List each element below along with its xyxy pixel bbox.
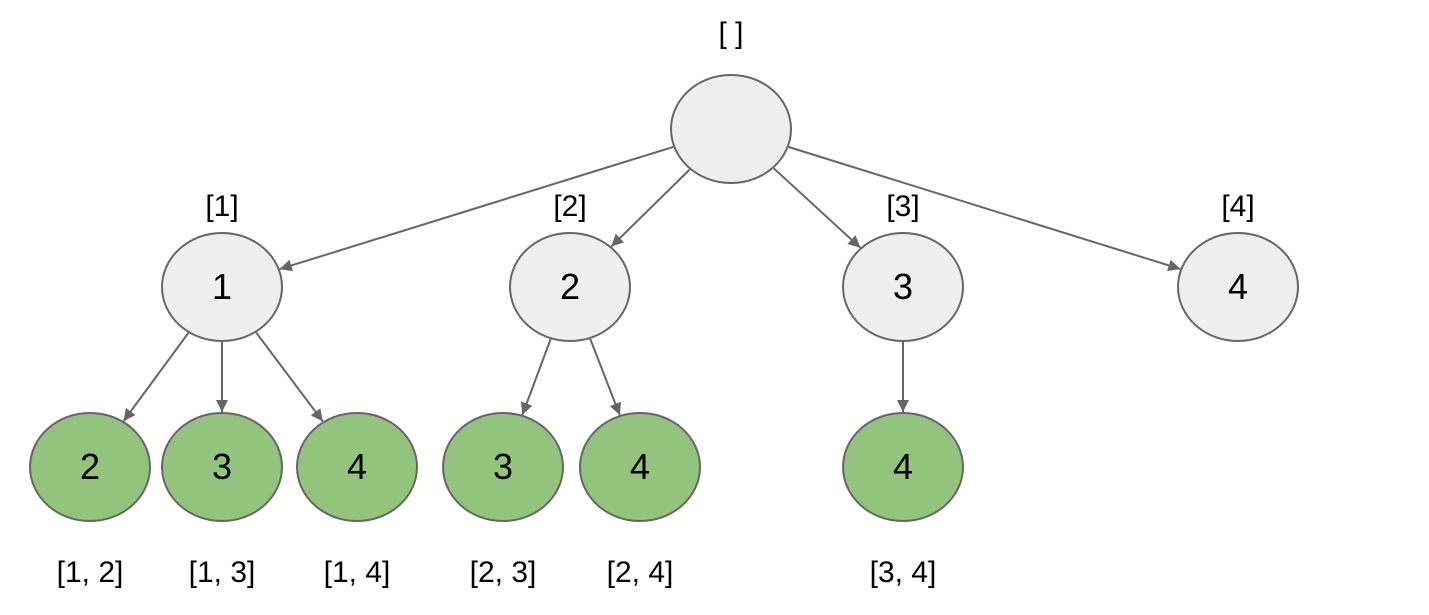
edge-root-n3 [773,167,861,249]
node-caption-n13: [1, 3] [188,555,256,589]
node-caption-n4: [4] [1221,189,1255,223]
edge-n1-n12 [122,332,190,422]
edge-root-n4 [788,146,1181,272]
edge-n2-n24 [589,338,622,416]
tree-node-n1: 1 [161,232,283,342]
node-value-n3: 3 [892,266,914,307]
node-value-n14: 4 [346,446,368,487]
node-value-n12: 2 [79,446,101,487]
tree-node-n34: 4 [842,412,964,522]
node-value-n24: 4 [629,446,651,487]
tree-node-n2: 2 [509,232,631,342]
node-caption-n1: [1] [205,189,239,223]
node-value-n13: 3 [211,446,233,487]
edge-root-n1 [279,145,674,272]
node-caption-n2: [2] [553,189,587,223]
tree-node-n24: 4 [579,412,701,522]
node-value-n34: 4 [892,446,914,487]
node-caption-n24: [2, 4] [606,555,674,589]
node-value-n1: 1 [211,266,233,307]
node-value-n23: 3 [492,446,514,487]
node-value-n2: 2 [559,266,581,307]
node-caption-n14: [1, 4] [323,555,391,589]
edge-n2-n23 [520,338,552,416]
tree-node-n4: 4 [1177,232,1299,342]
node-caption-n12: [1, 2] [56,555,124,589]
tree-node-root [670,74,792,184]
node-caption-n23: [2, 3] [469,555,537,589]
edge-root-n2 [610,168,691,248]
tree-node-n14: 4 [296,412,418,522]
tree-node-n3: 3 [842,232,964,342]
node-caption-n3: [3] [886,189,920,223]
node-value-n4: 4 [1227,266,1249,307]
node-caption-root: [ ] [718,16,744,50]
edge-n1-n14 [255,332,324,422]
tree-node-n12: 2 [29,412,151,522]
tree-node-n23: 3 [442,412,564,522]
tree-node-n13: 3 [161,412,283,522]
node-caption-n34: [3, 4] [869,555,937,589]
